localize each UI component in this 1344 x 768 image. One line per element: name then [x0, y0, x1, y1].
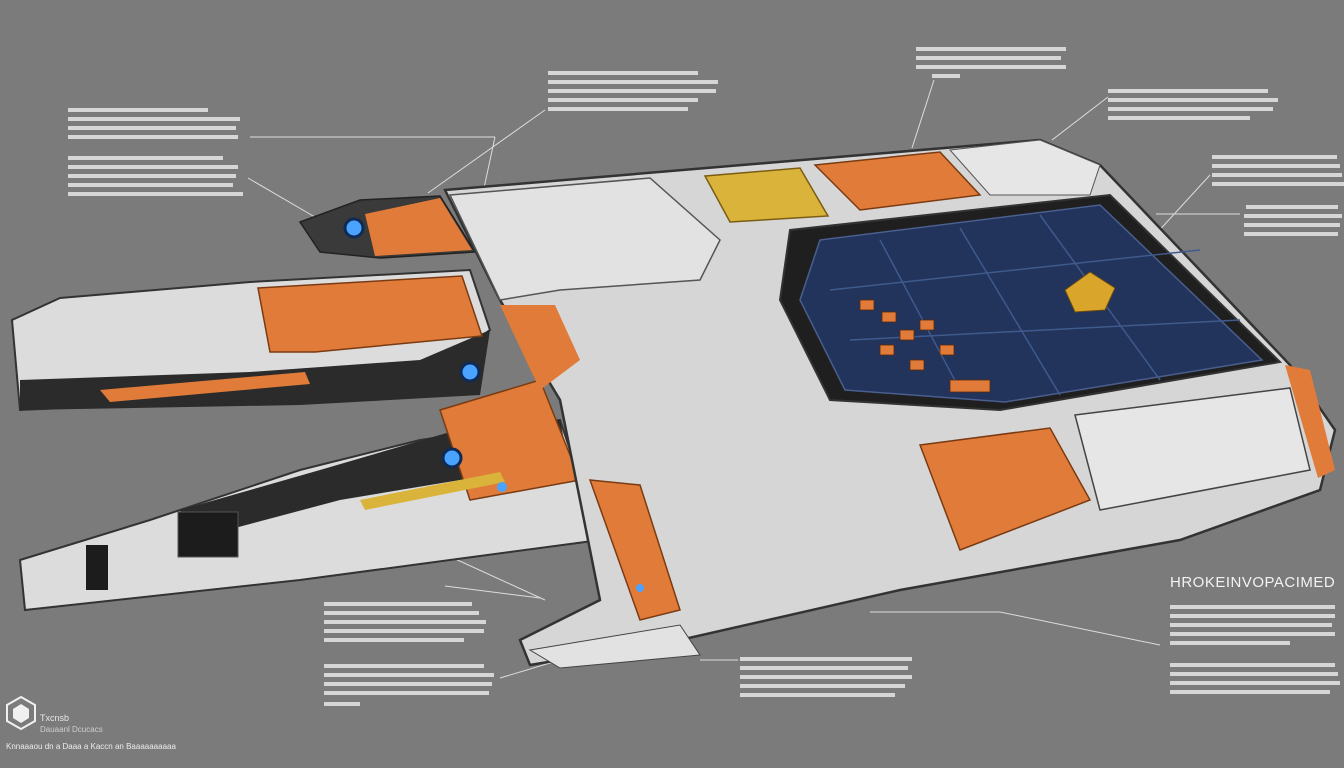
callout-block-right-1	[1212, 155, 1344, 186]
callout-block-top-right-2	[1108, 89, 1278, 120]
center-orange-strut	[588, 479, 681, 621]
right-orange-trim	[1285, 365, 1335, 478]
top-orange-panel	[813, 151, 982, 211]
top-thruster-orange	[365, 198, 472, 256]
lower-nacelle-hatch	[86, 545, 108, 590]
lower-orange-panel	[918, 427, 1092, 551]
callout-block-bottom-left	[324, 602, 494, 706]
engine-glow	[497, 482, 507, 492]
callout-line	[444, 585, 541, 599]
engine-glow	[441, 447, 463, 469]
callout-line	[999, 611, 1161, 646]
center-orange-upper-strut	[500, 305, 580, 390]
top-yellow-panel	[703, 167, 830, 223]
right-side-module	[1074, 387, 1311, 511]
upper-nacelle-orange-panel	[257, 275, 484, 353]
cockpit-canopy-glass	[799, 204, 1264, 403]
lower-nacelle-yellow-strip	[360, 472, 505, 510]
callout-block-left-2	[68, 156, 243, 196]
diagram-heading: HROKEINVOPACIMED	[1170, 574, 1336, 591]
callout-block-bottom-center	[740, 657, 912, 697]
callout-line	[483, 136, 496, 189]
footer-text: Knnaaaou dn a Daaa a Kaccn an Baaaaaaaaa…	[6, 742, 176, 751]
logo-subtext: Dauaanl Dcucacs	[40, 725, 103, 734]
logo-text: Txcnsb Dauaanl Dcucacs	[40, 712, 103, 736]
callout-block-top-right-1	[916, 47, 1066, 78]
engine-glow	[459, 361, 481, 383]
interior-cargo-blocks	[859, 299, 991, 393]
callout-block-bottom-right	[1170, 605, 1340, 694]
upper-nacelle-orange-stripe	[100, 372, 310, 402]
engine-glows	[343, 217, 644, 592]
callout-text-blocks	[68, 47, 1344, 706]
callout-line	[1051, 96, 1109, 141]
lower-hull-nose	[528, 624, 701, 669]
callout-line	[911, 79, 935, 149]
callout-line	[247, 177, 321, 221]
callout-block-top-center	[548, 71, 718, 111]
cockpit-crew-figure	[1064, 271, 1116, 313]
callout-block-right-2	[1244, 205, 1342, 236]
logo-name: Txcnsb	[40, 713, 70, 723]
top-front-plating	[948, 139, 1101, 196]
callout-line	[499, 659, 561, 679]
hexagon-logo-icon	[6, 695, 36, 731]
callout-line	[427, 109, 546, 194]
ship-main-hull	[443, 138, 1337, 669]
lower-nacelle-window	[177, 511, 239, 558]
callout-block-top-left	[68, 108, 240, 139]
main-hull-upper-plating	[448, 177, 721, 301]
engine-glow	[636, 584, 644, 592]
engine-glow	[343, 217, 365, 239]
